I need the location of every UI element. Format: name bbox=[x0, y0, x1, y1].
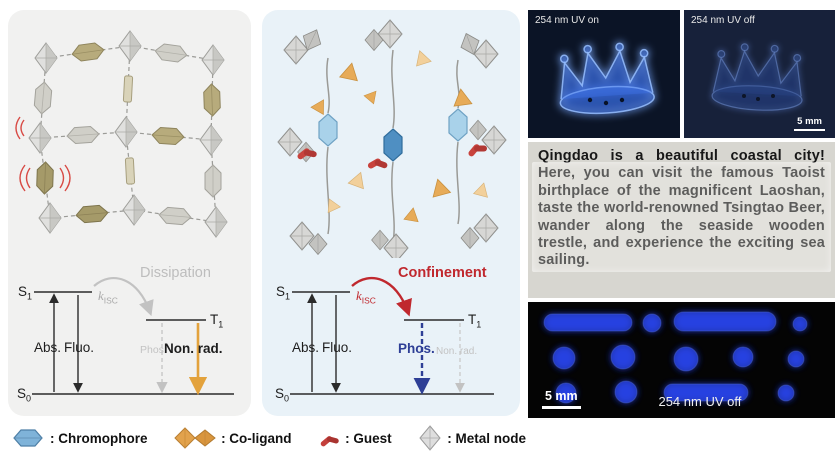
crown-scale-bar: 5 mm bbox=[794, 116, 825, 131]
legend-item-co-ligand: : Co-ligand bbox=[173, 426, 292, 450]
nonrad-label: Non. rad. bbox=[164, 341, 223, 356]
isc-arrow bbox=[351, 276, 412, 317]
abs-label: Abs. bbox=[292, 340, 320, 355]
confined-chromophores bbox=[318, 108, 468, 162]
legend-label-guest: : Guest bbox=[345, 430, 392, 446]
panel-confinement-framework: Confinement kISC S1 T1 S0 Abs. Fluo. Pho… bbox=[262, 10, 520, 416]
framework-lattice-illustration bbox=[15, 30, 228, 238]
legend-item-metal-node: : Metal node bbox=[417, 425, 526, 451]
jablonski-diagram-dissipation: Dissipation kISC S1 T1 S0 Abs. Fluo. Pho… bbox=[14, 262, 245, 412]
crown-glow-illustration bbox=[554, 39, 657, 118]
confinement-title: Confinement bbox=[398, 265, 487, 281]
photo-crown-uv-on: 254 nm UV on bbox=[528, 10, 680, 138]
crown-holes bbox=[742, 94, 775, 101]
s1-label: S1 bbox=[18, 284, 33, 302]
fluo-label: Fluo. bbox=[64, 340, 95, 355]
panel-dissipation-framework: Dissipation kISC S1 T1 S0 Abs. Fluo. Pho… bbox=[8, 10, 251, 416]
uv-off-label: 254 nm UV off bbox=[691, 15, 755, 26]
legend-item-chromophore: : Chromophore bbox=[10, 427, 148, 449]
sample-text-paragraph: Qingdao is a beautiful coastal city! Her… bbox=[538, 148, 825, 269]
mof-structure-illustration bbox=[277, 19, 507, 263]
legend: : Chromophore : Co-ligand : Guest bbox=[8, 421, 528, 455]
confinement-energy-levels bbox=[290, 276, 494, 395]
crown-holes bbox=[587, 97, 625, 106]
dissipation-title: Dissipation bbox=[140, 265, 211, 281]
metal-nodes bbox=[28, 30, 228, 238]
sample-uv-off-label: 254 nm UV off bbox=[658, 394, 742, 409]
chromophore-hexagon-icon bbox=[13, 429, 43, 447]
co-ligand-diamonds-icon bbox=[174, 427, 216, 449]
photo-samples-uv-off: 5 mm 254 nm UV off bbox=[528, 302, 835, 418]
photo-text-through-film: Qingdao is a beautiful coastal city! Her… bbox=[528, 142, 835, 298]
dissipation-energy-levels bbox=[32, 277, 234, 396]
legend-item-guest: : Guest bbox=[317, 426, 392, 450]
legend-label-metal-node: : Metal node bbox=[447, 430, 526, 446]
phos-label: Phos. bbox=[398, 341, 435, 356]
fluo-label: Fluo. bbox=[322, 340, 353, 355]
t1-label: T1 bbox=[468, 312, 482, 330]
photo-crown-uv-off: 254 nm UV off 5 mm bbox=[684, 10, 835, 138]
guest-molecule-icon bbox=[320, 436, 339, 447]
vibration-marks bbox=[15, 116, 71, 192]
k-isc-label: kISC bbox=[98, 288, 118, 306]
crown-dim-illustration bbox=[710, 41, 807, 114]
k-isc-label: kISC bbox=[356, 288, 376, 306]
s0-label: S0 bbox=[17, 386, 32, 404]
abs-label: Abs. bbox=[34, 340, 62, 355]
uv-on-label: 254 nm UV on bbox=[535, 15, 599, 26]
t1-label: T1 bbox=[210, 312, 224, 330]
s0-label: S0 bbox=[275, 386, 290, 404]
phos-label: Phos. bbox=[140, 344, 167, 356]
legend-label-chromophore: : Chromophore bbox=[50, 430, 148, 446]
metal-node-diamond-icon bbox=[419, 425, 441, 451]
nonrad-label: Non. rad. bbox=[436, 346, 478, 357]
sample-scale-bar: 5 mm bbox=[542, 389, 581, 409]
legend-label-co-ligand: : Co-ligand bbox=[221, 430, 292, 446]
isc-arrow bbox=[93, 277, 154, 317]
jablonski-diagram-confinement: Confinement kISC S1 T1 S0 Abs. Fluo. Pho… bbox=[272, 262, 510, 412]
s1-label: S1 bbox=[276, 284, 291, 302]
